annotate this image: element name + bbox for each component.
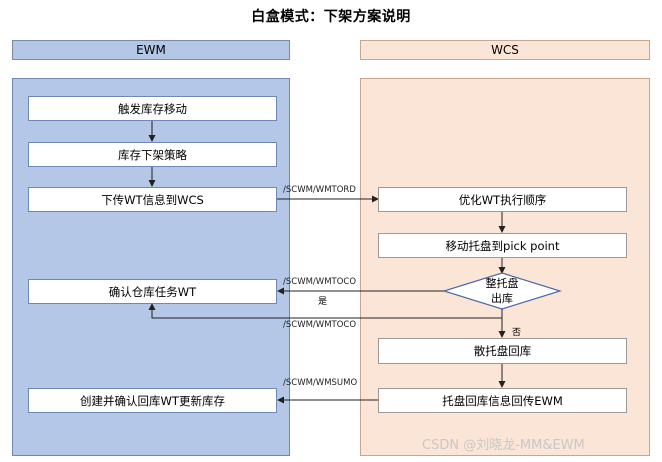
ewm-step-putaway-strategy: 库存下架策略	[28, 142, 277, 167]
ewm-lane-header: EWM	[12, 40, 290, 60]
arrow-wmtoco-return	[148, 303, 502, 319]
interface-label-wmtoco-1: /SCWM/WMTOCO	[283, 277, 357, 287]
ewm-step-send-wt-to-wcs: 下传WT信息到WCS	[28, 187, 277, 212]
interface-label-wmtord: /SCWM/WMTORD	[283, 185, 356, 195]
wcs-step-return-info-to-ewm: 托盘回库信息回传EWM	[378, 388, 627, 413]
wcs-step-scattered-return: 散托盘回库	[378, 338, 627, 364]
wcs-step-move-to-pick-point: 移动托盘到pick point	[378, 233, 627, 258]
decision-line-1: 整托盘	[485, 277, 519, 290]
watermark: CSDN @刘晓龙-MM&EWM	[422, 438, 585, 453]
interface-label-wmtoco-2: /SCWM/WMTOCO	[283, 320, 357, 330]
diagram-title: 白盒模式：下架方案说明	[251, 9, 411, 25]
ewm-step-confirm-wt: 确认仓库任务WT	[28, 279, 277, 304]
wcs-step-optimize-order: 优化WT执行顺序	[378, 187, 627, 212]
wcs-lane-header: WCS	[360, 40, 650, 60]
decision-line-2: 出库	[491, 292, 513, 305]
decision-label: 整托盘 出库	[462, 276, 542, 306]
ewm-step-create-return-wt: 创建并确认回库WT更新库存	[28, 388, 277, 413]
ewm-step-trigger-stock-move: 触发库存移动	[28, 96, 277, 121]
interface-label-wmsumo: /SCWM/WMSUMO	[283, 378, 358, 388]
decision-yes-label: 是	[318, 297, 328, 307]
decision-no-label: 否	[512, 328, 522, 338]
